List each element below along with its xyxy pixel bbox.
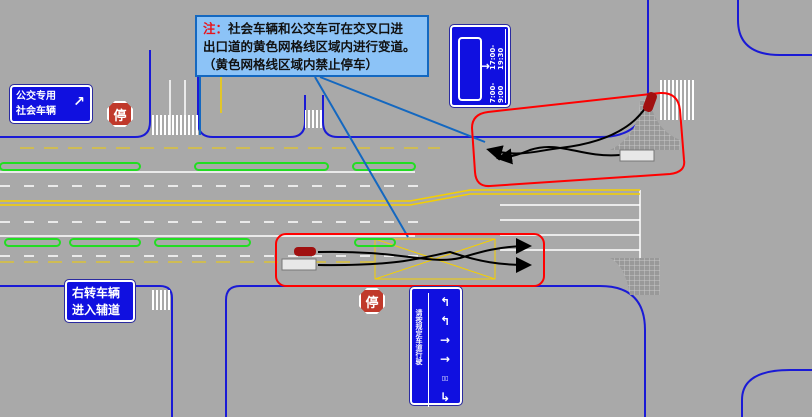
vehicle-paths bbox=[317, 99, 651, 273]
curb-bottom-mid bbox=[225, 285, 470, 417]
path-car-bottom bbox=[317, 238, 532, 261]
bus-lane-icon: ▯▯ bbox=[441, 375, 449, 382]
right-turn-icon: ↳ bbox=[439, 390, 451, 404]
u-turn-left-icon: ↰ bbox=[439, 295, 451, 309]
right-turn-auxiliary-sign: 右转车辆 进入辅道 bbox=[64, 279, 136, 323]
curb-top-mid bbox=[197, 50, 306, 138]
path-truck-bottom bbox=[317, 250, 532, 273]
note-callout: 注：社会车辆和公交车可在交叉口进 出口道的黄色网格线区域内进行变道。 （黄色网格… bbox=[195, 15, 429, 77]
curb-top-left bbox=[0, 50, 151, 138]
curb-bottom-far-right bbox=[741, 369, 812, 417]
arrow-right-icon: → bbox=[480, 59, 491, 73]
yellow-centerline bbox=[0, 50, 640, 280]
note-label: 注： bbox=[203, 21, 229, 36]
sign-line-2: 进入辅道 bbox=[72, 303, 121, 317]
arrow-up-right-icon: ↗ bbox=[73, 94, 85, 110]
note-line-1: 社会车辆和公交车可在交叉口进 bbox=[228, 21, 404, 36]
vehicles bbox=[281, 92, 657, 271]
time-2: 17:00-19:30 bbox=[489, 45, 505, 71]
bus-lane-sign-top-left: 公交专用 社会车辆 ↗ bbox=[9, 84, 93, 124]
straight-arrow-icon: → bbox=[439, 333, 451, 347]
car-bottom bbox=[294, 247, 316, 256]
lane-guidance-sign: 请按规定车道行驶 ↰ ↰ → → ▯▯ ↳ bbox=[409, 286, 463, 407]
stop-sign-top: 停 bbox=[107, 101, 133, 127]
note-line-2: 出口道的黄色网格线区域内进行变道。 bbox=[203, 39, 416, 54]
sign-line-1: 右转车辆 bbox=[72, 286, 121, 300]
car-top bbox=[643, 92, 657, 112]
green-islands bbox=[0, 162, 416, 247]
sign-line-1: 公交专用 bbox=[16, 91, 56, 102]
grid-area-top bbox=[610, 100, 680, 150]
sign-line-2: 社会车辆 bbox=[16, 106, 56, 117]
grid-area-bottom bbox=[610, 258, 660, 295]
bus-icon bbox=[458, 37, 482, 101]
bus-lane-time-sign: → 7:00-9:00 17:00-19:30 bbox=[449, 24, 511, 108]
highlight-box-bottom bbox=[275, 233, 545, 287]
note-line-3: （黄色网格线区域内禁止停车） bbox=[203, 57, 379, 72]
bus-lane-times: 7:00-9:00 17:00-19:30 bbox=[489, 29, 506, 103]
curb-top-far-right bbox=[737, 0, 812, 56]
lane-arrows: ↰ ↰ → → ▯▯ ↳ bbox=[428, 293, 461, 407]
lane-markings bbox=[0, 80, 641, 270]
lane-guidance-text: 请按规定车道行驶 bbox=[415, 309, 423, 365]
straight-arrow-icon: → bbox=[439, 352, 451, 366]
time-1: 7:00-9:00 bbox=[489, 82, 505, 103]
u-turn-left-icon: ↰ bbox=[439, 314, 451, 328]
crosswalks bbox=[150, 80, 695, 310]
callout-pointers bbox=[199, 76, 486, 238]
path-truck-top bbox=[496, 145, 621, 165]
curb-bottom-right bbox=[470, 285, 646, 417]
stop-sign-bottom: 停 bbox=[359, 288, 385, 314]
truck-bottom bbox=[281, 258, 317, 271]
truck-top bbox=[619, 149, 655, 162]
highlight-box-top bbox=[470, 91, 686, 188]
